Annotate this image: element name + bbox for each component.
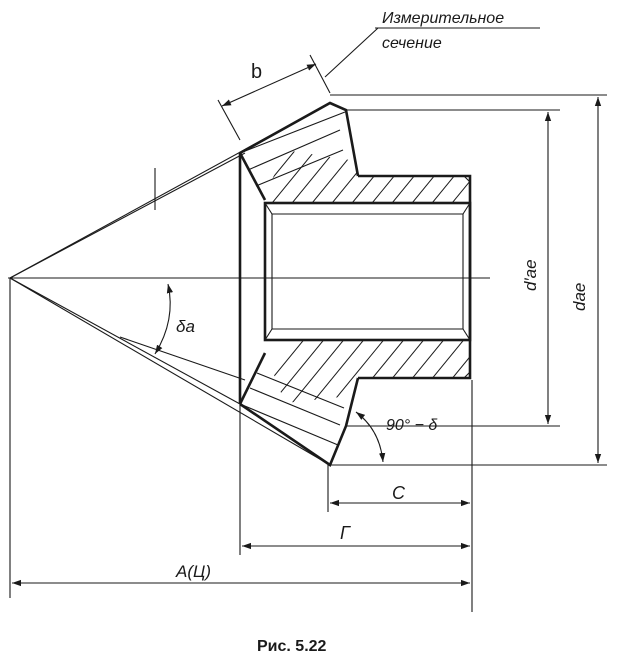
label-angle: 90° − δ bbox=[386, 417, 438, 434]
dimension-lines bbox=[12, 63, 602, 587]
label-c: C bbox=[392, 483, 406, 503]
lower-tooth bbox=[238, 352, 360, 467]
measurement-section-leader bbox=[324, 27, 540, 78]
arc-delta-a bbox=[154, 283, 174, 355]
extension-lines bbox=[9, 54, 607, 612]
section-label-line1: Измерительное bbox=[382, 10, 504, 27]
label-d-ae: dae bbox=[570, 283, 589, 311]
cone-construction-lines bbox=[8, 102, 490, 466]
label-d-ae-prime: d′ae bbox=[521, 259, 540, 291]
label-b: b bbox=[251, 61, 262, 83]
label-delta-a: δa bbox=[176, 317, 195, 336]
upper-tooth bbox=[238, 101, 360, 201]
label-g: Г bbox=[340, 523, 351, 543]
gear-body bbox=[238, 153, 472, 404]
dim-b bbox=[221, 63, 317, 107]
labels: Измерительное сечение b d′ae dae δa 90° … bbox=[175, 10, 589, 581]
hatch-lower bbox=[265, 340, 470, 403]
section-label-line2: сечение bbox=[382, 35, 442, 52]
figure-caption: Рис. 5.22 bbox=[257, 638, 327, 655]
label-a: A(Ц) bbox=[175, 562, 211, 581]
arc-angle bbox=[355, 411, 386, 463]
